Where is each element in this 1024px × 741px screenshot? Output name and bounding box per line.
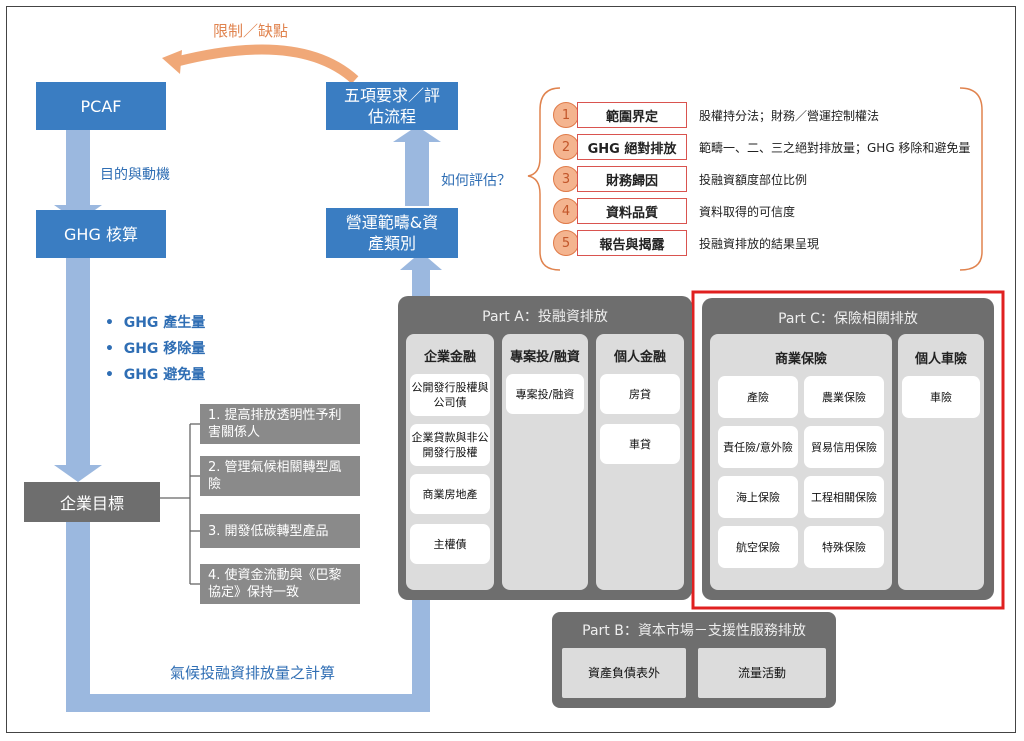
evaluation-row: 3 財務歸因 投融資額度部位比例 bbox=[553, 163, 970, 195]
arrow-shaft-scope-req bbox=[405, 140, 429, 206]
step-desc: 股權持分法；財務／營運控制權法 bbox=[699, 108, 880, 123]
insurance-cell: 車險 bbox=[902, 376, 980, 418]
goal-item-1: 1. 提高排放透明性予利害關係人 bbox=[200, 404, 360, 444]
step-number: 1 bbox=[553, 102, 579, 128]
purpose-label: 目的與動機 bbox=[100, 167, 170, 183]
bullet-item: • GHG 避免量 bbox=[105, 367, 206, 383]
asset-cell: 商業房地產 bbox=[410, 474, 490, 514]
column-title: 商業保險 bbox=[774, 352, 827, 367]
top-arrow-label: 限制／缺點 bbox=[213, 22, 289, 40]
part-b-title: Part B：資本市場－支援性服務排放 bbox=[582, 623, 806, 639]
column-title: 個人車險 bbox=[914, 352, 967, 367]
left-brace bbox=[527, 87, 561, 271]
asset-cell: 車貸 bbox=[600, 424, 680, 464]
part-a-column-corporate: 企業金融 公開發行股權與公司債 企業貸款與非公開發行股權 商業房地產 主權債 bbox=[406, 334, 494, 590]
insurance-cell: 產險 bbox=[718, 376, 798, 418]
outer-frame bbox=[6, 6, 1016, 733]
how-label: 如何評估？ bbox=[441, 173, 511, 189]
step-number: 3 bbox=[553, 166, 579, 192]
column-title: 企業金融 bbox=[423, 350, 476, 365]
part-c-column-personal-auto: 個人車險 車險 bbox=[898, 334, 984, 590]
bullet-item: • GHG 移除量 bbox=[105, 341, 206, 357]
orange-curve bbox=[173, 44, 359, 84]
right-brace bbox=[959, 87, 983, 271]
goal-item-4: 4. 使資金流動與《巴黎協定》保持一致 bbox=[200, 564, 360, 604]
support-cell: 流量活動 bbox=[698, 648, 826, 698]
bullet-list: • GHG 產生量 • GHG 移除量 • GHG 避免量 bbox=[105, 312, 205, 390]
insurance-cell: 工程相關保險 bbox=[804, 476, 884, 518]
step-number: 5 bbox=[553, 230, 579, 256]
insurance-cell: 特殊保險 bbox=[804, 526, 884, 568]
arrow-shaft-ghg-goal bbox=[66, 258, 90, 468]
goal-box: 企業目標 bbox=[24, 482, 160, 522]
arrow-head-ghg-goal bbox=[54, 465, 102, 482]
loop-left-shaft bbox=[66, 522, 90, 712]
evaluation-row: 5 報告與揭露 投融資排放的結果呈現 bbox=[553, 227, 970, 259]
part-c-highlight bbox=[691, 290, 1005, 610]
ghg-accounting-box: GHG 核算 bbox=[36, 210, 166, 258]
asset-cell: 公開發行股權與公司債 bbox=[410, 374, 490, 416]
bottom-label: 氣候投融資排放量之計算 bbox=[170, 664, 336, 682]
step-label: 財務歸因 bbox=[577, 166, 687, 192]
step-label: 範圍界定 bbox=[577, 102, 687, 128]
insurance-cell: 海上保險 bbox=[718, 476, 798, 518]
requirements-box: 五項要求／評估流程 bbox=[326, 82, 458, 130]
part-c-title: Part C：保險相關排放 bbox=[778, 311, 918, 327]
goal-item-3: 3. 開發低碳轉型產品 bbox=[200, 514, 360, 548]
loop-bottom-shaft bbox=[66, 694, 430, 712]
scope-box: 營運範疇&資產類別 bbox=[326, 208, 458, 258]
step-desc: 投融資額度部位比例 bbox=[699, 172, 808, 187]
step-desc: 範疇一、二、三之絕對排放量；GHG 移除和避免量 bbox=[699, 140, 971, 155]
insurance-cell: 貿易信用保險 bbox=[804, 426, 884, 468]
bullet-item: • GHG 產生量 bbox=[105, 315, 206, 331]
evaluation-row: 2 GHG 絕對排放 範疇一、二、三之絕對排放量；GHG 移除和避免量 bbox=[553, 131, 970, 163]
part-a-title: Part A：投融資排放 bbox=[482, 309, 608, 325]
arrow-head-up-req bbox=[393, 126, 441, 142]
evaluation-row: 1 範圍界定 股權持分法；財務／營運控制權法 bbox=[553, 99, 970, 131]
evaluation-row: 4 資料品質 資料取得的可信度 bbox=[553, 195, 970, 227]
step-desc: 資料取得的可信度 bbox=[699, 204, 796, 219]
asset-cell: 企業貸款與非公開發行股權 bbox=[410, 424, 490, 466]
part-a-column-project: 專案投/融資 專案投/融資 bbox=[502, 334, 588, 590]
insurance-cell: 農業保險 bbox=[804, 376, 884, 418]
step-desc: 投融資排放的結果呈現 bbox=[699, 236, 820, 251]
part-c-panel: Part C：保險相關排放 商業保險 產險 農業保險 責任險/意外險 貿易信用保… bbox=[702, 298, 994, 600]
column-title: 專案投/融資 bbox=[510, 350, 580, 365]
part-b-panel: Part B：資本市場－支援性服務排放 資產負債表外 流量活動 bbox=[552, 612, 836, 708]
step-label: 資料品質 bbox=[577, 198, 687, 224]
step-number: 4 bbox=[553, 198, 579, 224]
part-c-column-commercial: 商業保險 產險 農業保險 責任險/意外險 貿易信用保險 海上保險 工程相關保險 … bbox=[710, 334, 892, 590]
asset-cell: 房貸 bbox=[600, 374, 680, 414]
pcaf-box: PCAF bbox=[36, 82, 166, 130]
goal-item-2: 2. 管理氣候相關轉型風險 bbox=[200, 456, 360, 496]
step-label: GHG 絕對排放 bbox=[577, 134, 687, 160]
asset-cell: 專案投/融資 bbox=[506, 374, 584, 414]
evaluation-list: 1 範圍界定 股權持分法；財務／營運控制權法 2 GHG 絕對排放 範疇一、二、… bbox=[553, 99, 970, 259]
part-a-panel: Part A：投融資排放 企業金融 公開發行股權與公司債 企業貸款與非公開發行股… bbox=[398, 296, 692, 600]
step-label: 報告與揭露 bbox=[577, 230, 687, 256]
orange-arrow-head bbox=[162, 50, 182, 74]
arrow-shaft-pcaf-ghg bbox=[66, 130, 90, 210]
part-a-column-personal: 個人金融 房貸 車貸 bbox=[596, 334, 684, 590]
insurance-cell: 責任險/意外險 bbox=[718, 426, 798, 468]
step-number: 2 bbox=[553, 134, 579, 160]
support-cell: 資產負債表外 bbox=[562, 648, 686, 698]
insurance-cell: 航空保險 bbox=[718, 526, 798, 568]
arrow-head-up-scope bbox=[400, 252, 442, 270]
asset-cell: 主權債 bbox=[410, 524, 490, 564]
column-title: 個人金融 bbox=[613, 350, 666, 365]
